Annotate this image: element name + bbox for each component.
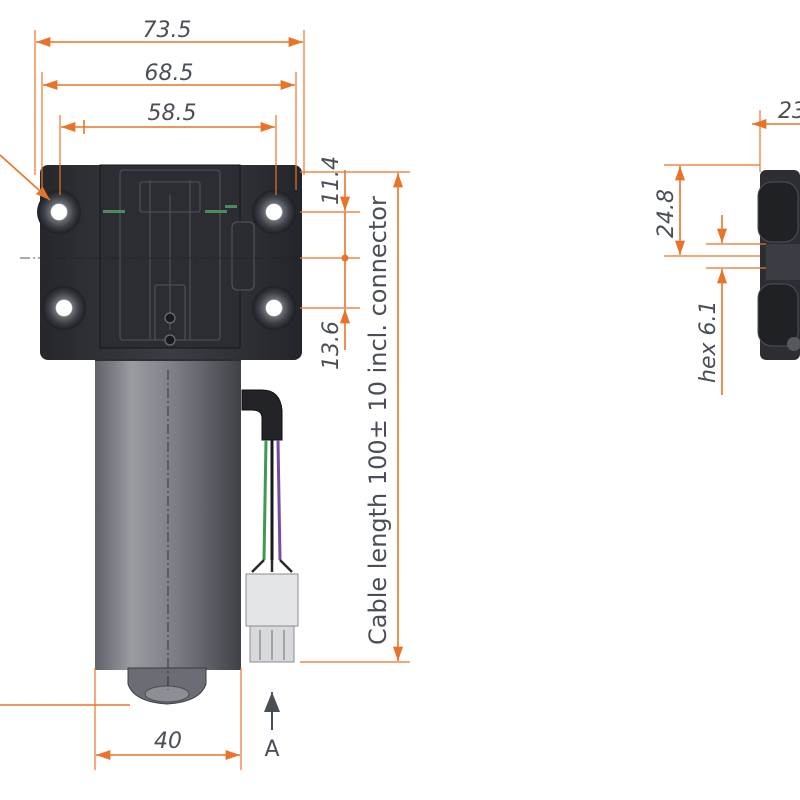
- dim-side-height: 24.8: [654, 189, 679, 238]
- screw-icon: [164, 334, 176, 346]
- wire-green: [262, 439, 268, 561]
- dim-overall-width: 73.5: [143, 18, 192, 43]
- side-valve: [231, 221, 255, 291]
- leader-upper-left-port: [0, 154, 51, 201]
- motor-shaft-boss: [144, 685, 190, 703]
- dim-port-spacing-inner: 58.5: [148, 101, 197, 126]
- wire-fan-out: [251, 559, 293, 573]
- dim-upper-port-offset: 11.4: [319, 156, 344, 205]
- port-upper-left: [37, 190, 81, 234]
- dim-lower-port-offset: 13.6: [319, 321, 344, 370]
- port-upper-right: [252, 190, 296, 234]
- side-view-hex: [766, 244, 800, 280]
- pump-side-view: [757, 170, 800, 360]
- port-lower-right: [252, 286, 296, 330]
- wire-purple: [276, 439, 282, 561]
- side-view-port-lower: [757, 283, 799, 347]
- green-clip-accents: [103, 205, 237, 213]
- pump-front-view: [20, 164, 320, 705]
- cable-elbow: [241, 389, 283, 441]
- dim-cable-length: Cable length 100± 10 incl. connector: [364, 196, 392, 645]
- view-marker-label: A: [264, 737, 279, 762]
- front-view-dimensions: 73.5 68.5 58.5 11.4 13.6 Cable length 10…: [0, 18, 410, 770]
- port-lower-left: [42, 286, 86, 330]
- view-marker-a: A: [264, 692, 280, 762]
- port-fittings: [37, 190, 296, 330]
- wire-connector: [245, 573, 299, 627]
- dim-port-spacing-outer: 68.5: [145, 61, 194, 86]
- side-view-fitting: [787, 337, 800, 351]
- side-view-dimensions: 23 24.8 hex 6.1: [654, 99, 800, 395]
- connector-pins: [259, 630, 285, 660]
- dim-motor-diameter: 40: [154, 729, 182, 754]
- screw-icon: [164, 312, 176, 324]
- dim-side-width-partial: 23: [778, 99, 800, 124]
- side-view-port-upper: [757, 181, 799, 243]
- dim-hex-size: hex 6.1: [696, 301, 721, 383]
